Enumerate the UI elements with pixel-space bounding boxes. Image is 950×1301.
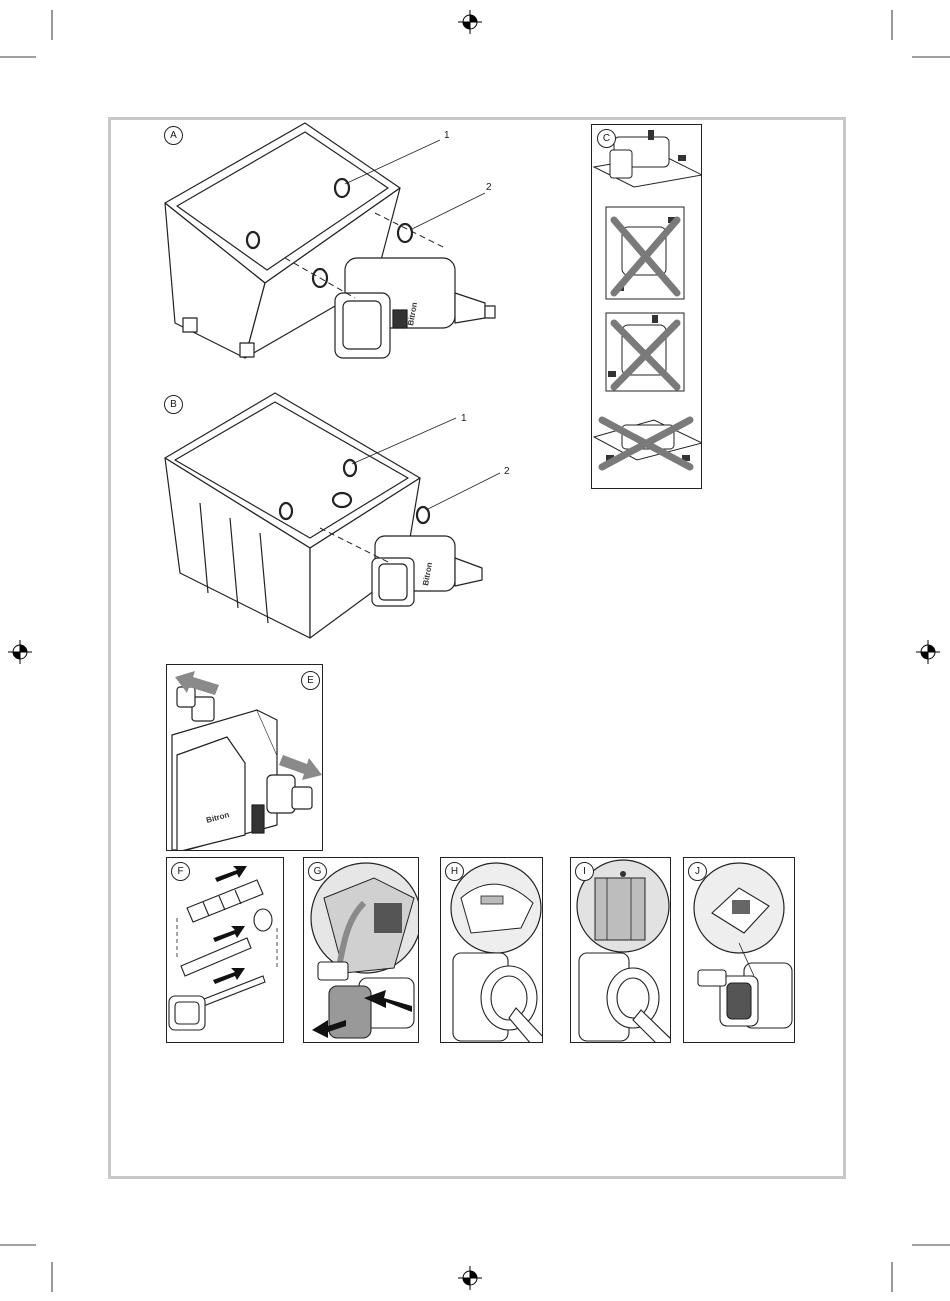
figure-h-badge: H — [445, 862, 464, 881]
figure-g-panel: G — [303, 857, 419, 1043]
figure-f-illustration — [167, 858, 284, 1043]
figure-g-illustration — [304, 858, 419, 1043]
figure-i-panel: I — [570, 857, 671, 1043]
figure-e-illustration: Bitron — [167, 665, 323, 851]
figure-e-badge: E — [301, 671, 320, 690]
figure-j-illustration — [684, 858, 795, 1043]
figure-f-badge: F — [171, 862, 190, 881]
figure-i-illustration — [571, 858, 671, 1043]
figure-j-badge: J — [688, 862, 707, 881]
figure-b-illustration: Bitron — [160, 388, 505, 643]
figure-a-illustration: Bitron — [155, 118, 525, 373]
figure-c-badge: C — [597, 129, 616, 148]
figure-c-panel: C — [591, 124, 702, 489]
figure-f-arrows — [213, 866, 247, 984]
figure-h-panel: H — [440, 857, 543, 1043]
figure-f-panel: F — [166, 857, 284, 1043]
figure-i-badge: I — [575, 862, 594, 881]
figure-c-illustration — [592, 125, 702, 489]
figure-g-badge: G — [308, 862, 327, 881]
figure-h-illustration — [441, 858, 543, 1043]
figure-e-panel: Bitron E — [166, 664, 323, 851]
figure-j-panel: J — [683, 857, 795, 1043]
